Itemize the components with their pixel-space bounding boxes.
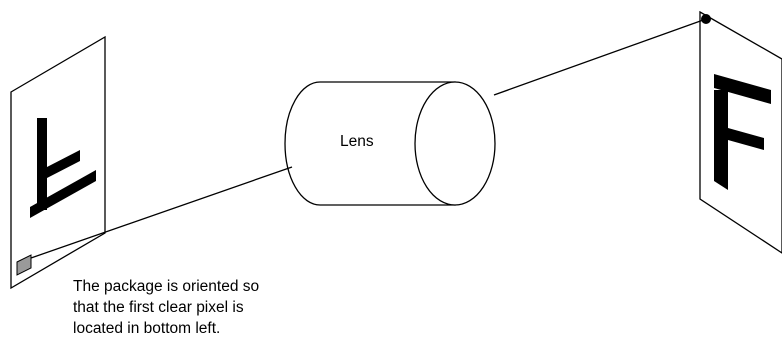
caption-line-2: that the first clear pixel is [73, 299, 244, 316]
sensor-plane-outline [10, 35, 106, 290]
ray-lens-to-sensor [30, 166, 293, 259]
letter-f [714, 74, 771, 190]
caption-line-1: The package is oriented so [73, 278, 260, 295]
lens-front-face [414, 81, 496, 206]
inverted-letter-f [30, 118, 96, 218]
orientation-caption: The package is oriented so that the firs… [73, 276, 353, 339]
lens-label: Lens [340, 133, 374, 150]
lens-cylinder: Lens [284, 81, 496, 206]
caption-line-3: located in bottom left. [73, 320, 221, 337]
ray-object-to-lens [493, 18, 707, 96]
first-pixel-marker [16, 254, 32, 276]
object-plane-outline [699, 10, 782, 254]
sensor-package-plane [10, 35, 106, 290]
lens-body [284, 81, 456, 206]
object-plane [699, 10, 782, 254]
